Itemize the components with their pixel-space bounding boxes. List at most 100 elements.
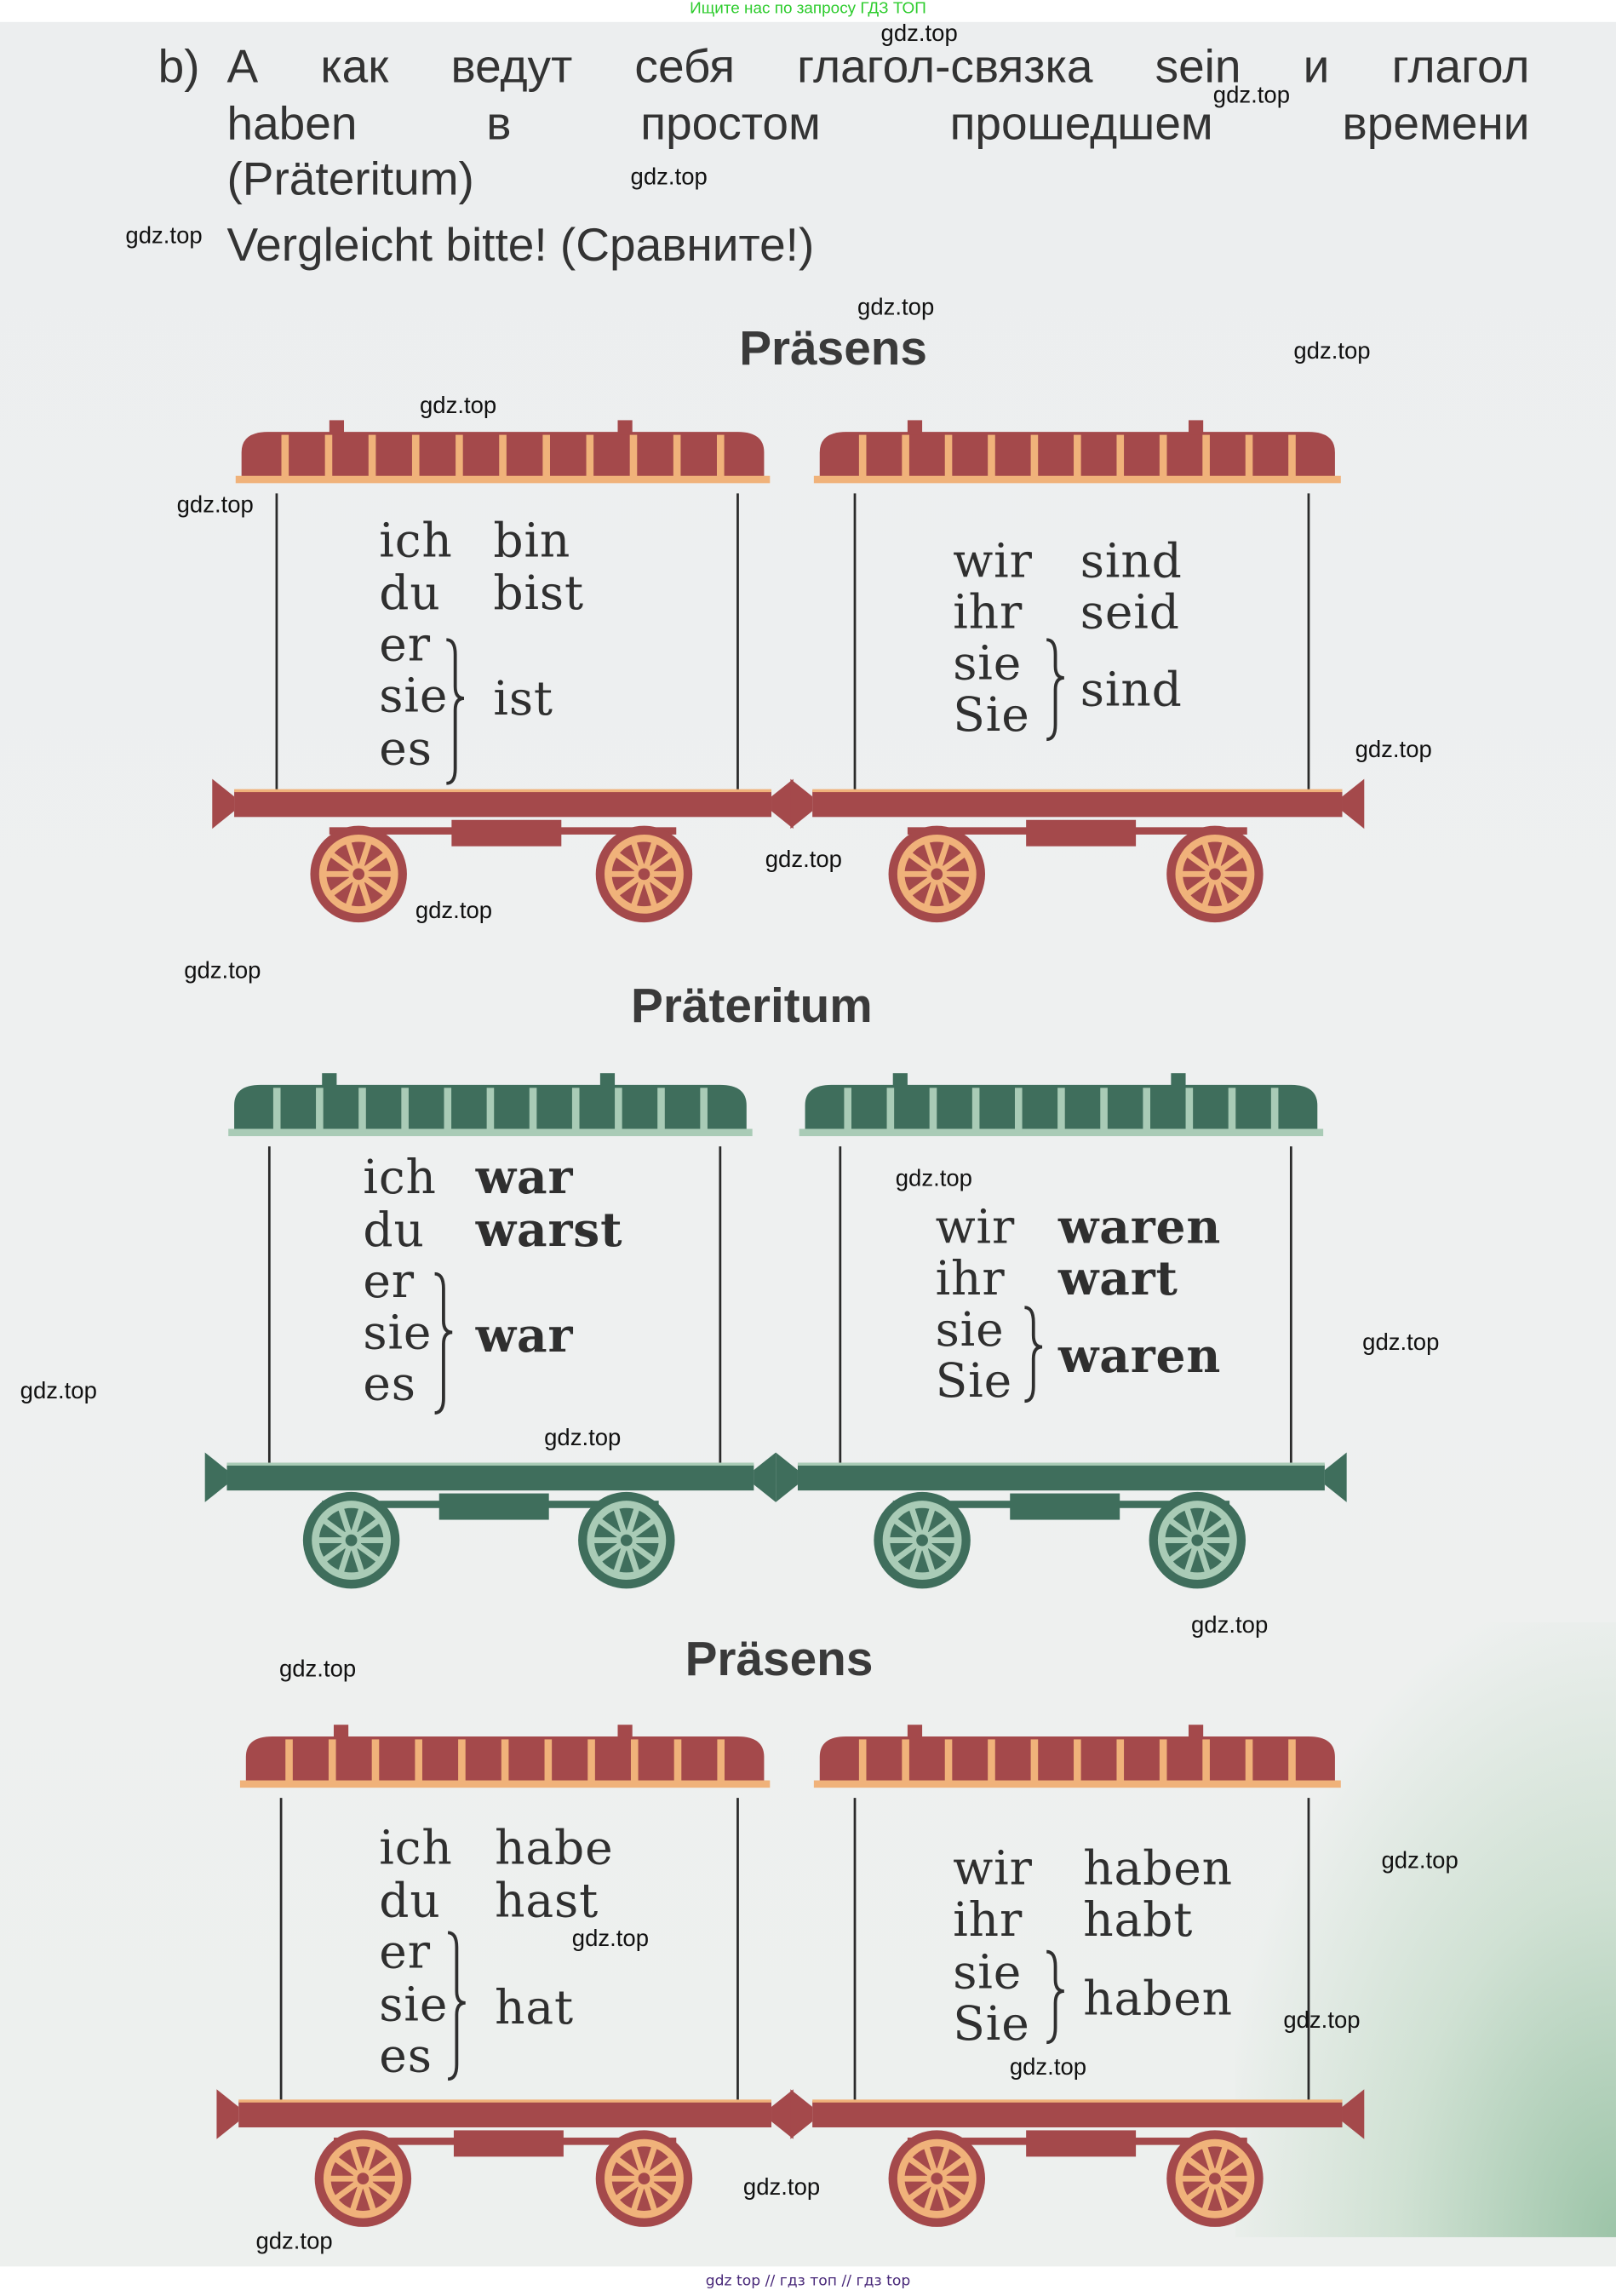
- watermark: gdz.top: [1283, 2008, 1361, 2034]
- pronoun: wir: [953, 1840, 1033, 1897]
- roof-slat: [700, 1088, 708, 1132]
- roof-slat: [1074, 1739, 1081, 1783]
- roof-slat: [324, 434, 333, 479]
- watermark: gdz.top: [1293, 339, 1371, 365]
- heading-word: ведут: [450, 39, 573, 93]
- roof-slat: [444, 1088, 452, 1132]
- watermark: gdz.top: [419, 393, 497, 419]
- roof-slat: [501, 1739, 509, 1783]
- floor-trim: [226, 1462, 754, 1466]
- roof-slat: [529, 1088, 537, 1132]
- buffer: [1342, 2089, 1365, 2139]
- wheel-axle: [345, 1534, 358, 1547]
- roof-slat: [486, 1088, 495, 1132]
- wagon-floor: [238, 2101, 772, 2127]
- roof-trim: [799, 1128, 1324, 1137]
- heading-line-3: (Präteritum): [226, 152, 474, 205]
- watermark: gdz.top: [630, 165, 708, 191]
- wheel-axle: [620, 1534, 633, 1547]
- roof-slat: [358, 1088, 366, 1132]
- buffer: [771, 778, 794, 829]
- roof-slat: [1116, 1739, 1125, 1783]
- center-block: [1010, 1493, 1120, 1520]
- roof-slat: [1159, 1739, 1167, 1783]
- roof-slat: [716, 434, 725, 479]
- footer-links[interactable]: gdz top // гдз топ // гдз top: [705, 2273, 911, 2290]
- verb-form: waren: [1057, 1327, 1222, 1383]
- roof-slat: [499, 434, 507, 479]
- roof-vent: [892, 1073, 908, 1088]
- roof-slat: [902, 1739, 909, 1783]
- roof-slat: [411, 434, 420, 479]
- roof-slat: [544, 1739, 553, 1783]
- site-banner[interactable]: Ищите нас по запросу ГДЗ ТОП: [690, 0, 926, 18]
- brace: [434, 1271, 453, 1415]
- roof-slat: [542, 434, 550, 479]
- verb-form: war: [475, 1307, 574, 1363]
- roof-slat: [1116, 434, 1125, 479]
- watermark: gdz.top: [544, 1426, 622, 1451]
- pronoun: ihr: [935, 1250, 1006, 1306]
- roof-slat: [1143, 1088, 1151, 1132]
- verb-form: haben: [1083, 1840, 1233, 1897]
- roof-slat: [971, 1088, 980, 1132]
- roof-slat: [281, 434, 289, 479]
- watermark: gdz.top: [415, 898, 493, 924]
- roof-slat: [929, 1088, 937, 1132]
- roof-vent: [617, 1725, 633, 1740]
- brace: [447, 1931, 466, 2081]
- wagon-floor: [812, 790, 1343, 818]
- pronoun: du: [379, 1872, 441, 1929]
- wheel-axle: [638, 868, 650, 881]
- verb-form: habt: [1083, 1891, 1194, 1948]
- watermark: gdz.top: [742, 2175, 821, 2201]
- verb-form: haben: [1083, 1970, 1233, 2026]
- verb-form: warst: [475, 1202, 623, 1258]
- buffer: [790, 2089, 813, 2139]
- roof-trim: [239, 1780, 771, 1788]
- verb-form: wart: [1057, 1250, 1178, 1306]
- roof-vent: [1188, 1725, 1204, 1740]
- roof-slat: [1288, 1739, 1296, 1783]
- floor-trim: [797, 1462, 1325, 1466]
- exercise-label: b): [158, 39, 200, 93]
- roof-slat: [571, 1088, 580, 1132]
- watermark: gdz.top: [176, 493, 254, 519]
- roof-slat: [1245, 434, 1253, 479]
- watermark: gdz.top: [1362, 1330, 1440, 1356]
- roof-slat: [368, 434, 376, 479]
- roof-slat: [316, 1088, 324, 1132]
- roof-slat: [886, 1088, 895, 1132]
- center-block: [1026, 2130, 1137, 2157]
- roof-slat: [587, 1739, 595, 1783]
- heading-word: как: [320, 39, 389, 93]
- pronoun: sie: [953, 1944, 1023, 2000]
- roof-slat: [458, 1739, 466, 1783]
- wheel-axle: [916, 1534, 928, 1547]
- pronoun: Sie: [953, 1995, 1030, 2052]
- pronoun: sie: [379, 667, 449, 724]
- heading-word: sein: [1155, 39, 1241, 93]
- roof-slat: [1030, 434, 1039, 479]
- roof-slat: [1202, 1739, 1210, 1783]
- verb-form: waren: [1057, 1199, 1222, 1255]
- roof-slat: [1074, 434, 1081, 479]
- roof-slat: [1159, 434, 1167, 479]
- section-title-praeteritum: Präteritum: [630, 978, 873, 1033]
- roof-slat: [717, 1739, 725, 1783]
- watermark: gdz.top: [20, 1379, 97, 1404]
- buffer: [754, 1452, 776, 1502]
- roof-vent: [329, 420, 345, 435]
- pronoun: wir: [953, 532, 1033, 589]
- wheel-axle: [1209, 868, 1221, 881]
- roof-slat: [415, 1739, 422, 1783]
- roof-slat: [328, 1739, 336, 1783]
- textbook-page: [0, 21, 1616, 2267]
- pronoun: du: [363, 1202, 425, 1258]
- roof-slat: [615, 1088, 622, 1132]
- buffer: [1324, 1452, 1347, 1502]
- roof-vent: [1188, 420, 1204, 435]
- roof-slat: [673, 434, 681, 479]
